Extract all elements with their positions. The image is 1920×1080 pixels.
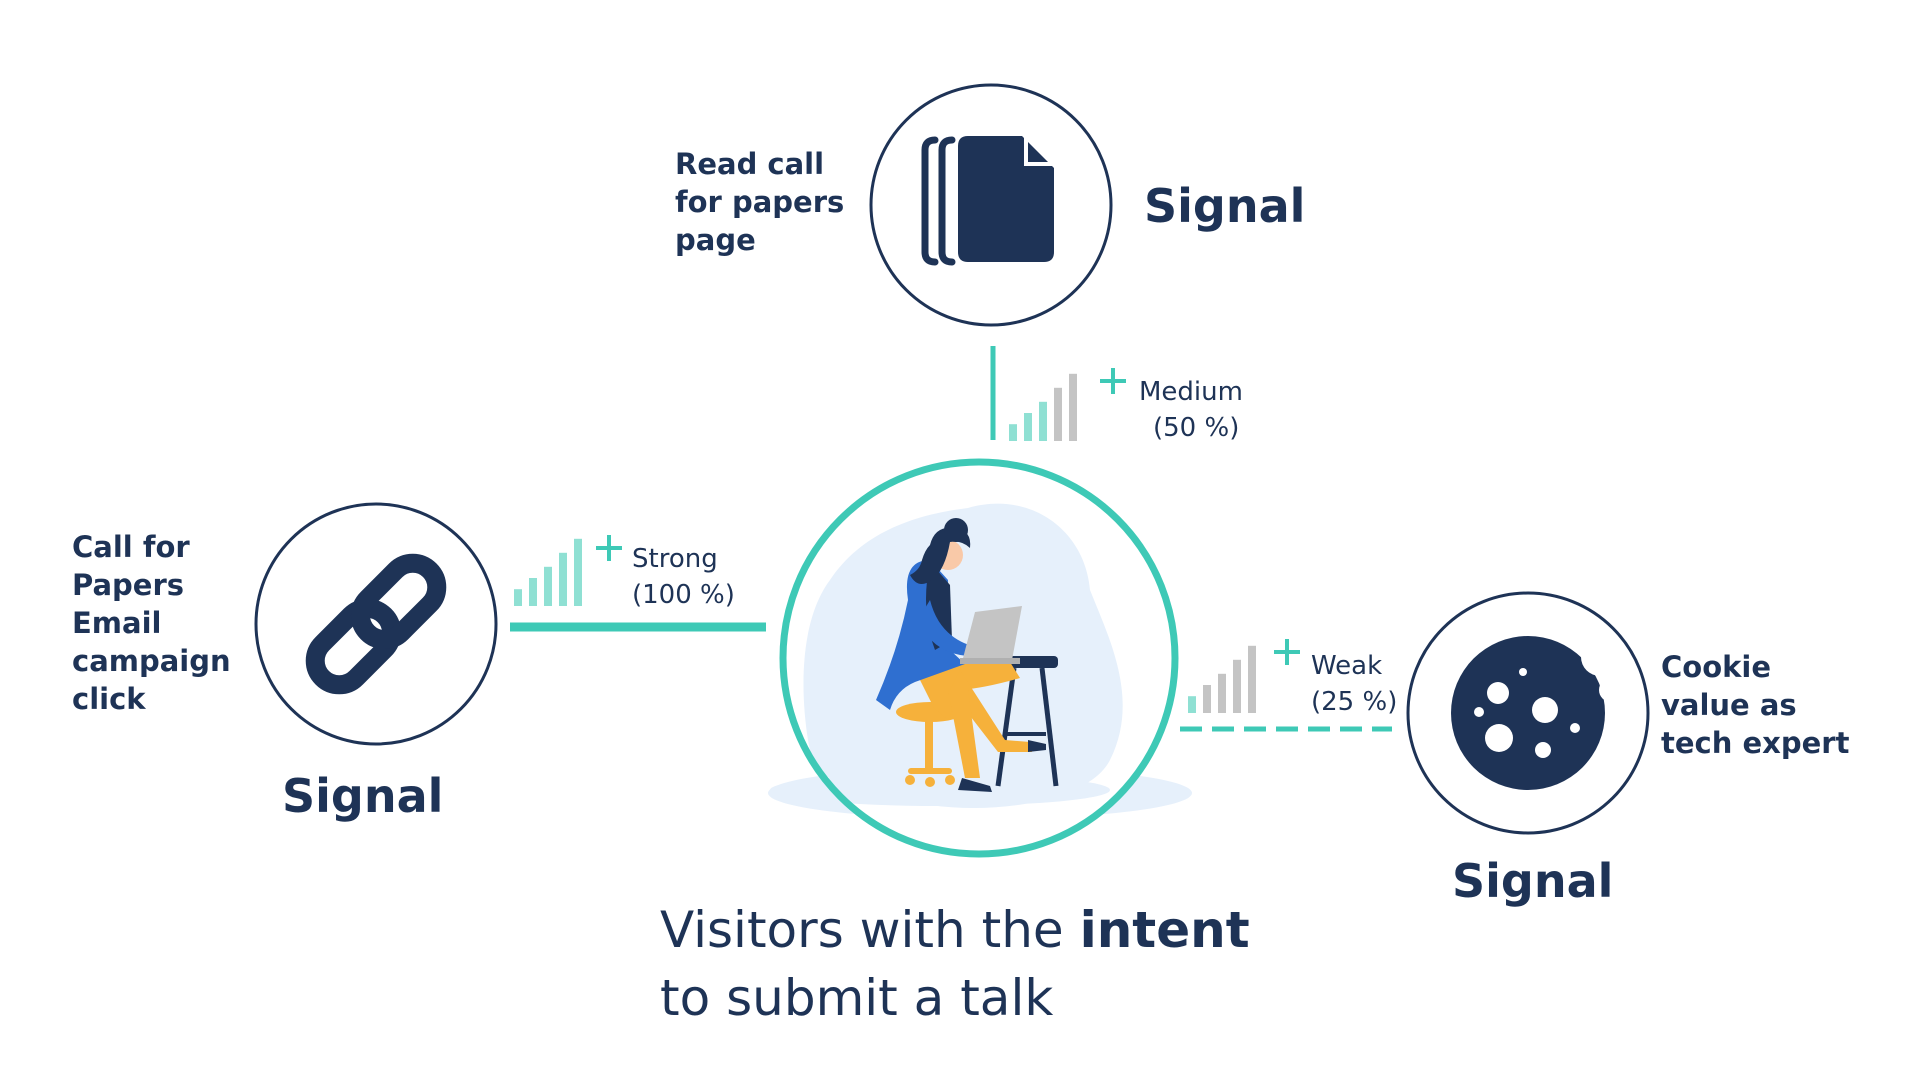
left-strength-label: Strong (100 %) <box>632 541 735 613</box>
left-plus-icon <box>596 535 622 561</box>
top-signal-title: Signal <box>1144 179 1306 233</box>
left-node-label-line-3: Email <box>72 606 162 640</box>
link-chain-icon <box>305 553 447 695</box>
left-node-label-line-2: Papers <box>72 568 185 602</box>
cookie-icon <box>1451 625 1623 790</box>
top-plus-icon <box>1100 368 1126 394</box>
left-strength-name: Strong <box>632 544 718 574</box>
left-node-circle <box>254 502 498 746</box>
right-strength-bar-4 <box>1233 659 1241 713</box>
left-node-label-line-5: click <box>72 682 146 716</box>
top-strength-bars <box>1009 373 1077 441</box>
woman-with-laptop-illustration <box>876 518 1059 792</box>
left-node-label-line-1: Call for <box>72 530 190 564</box>
top-strength-bar-4 <box>1054 387 1062 441</box>
left-strength-bar-2 <box>529 578 537 606</box>
diagram-caption: Visitors with the intent to submit a tal… <box>660 896 1380 1032</box>
background-bubble <box>803 503 1123 808</box>
left-node <box>254 502 498 746</box>
right-strength-bar-1 <box>1188 696 1196 713</box>
top-strength-label: Medium (50 %) <box>1139 374 1243 446</box>
right-strength-bars <box>1188 645 1256 713</box>
right-strength-label: Weak (25 %) <box>1311 648 1397 720</box>
right-strength-value: (25 %) <box>1311 687 1398 717</box>
left-node-label-line-4: campaign <box>72 644 231 678</box>
top-strength-bar-1 <box>1009 424 1017 441</box>
top-strength-name: Medium <box>1139 377 1243 407</box>
top-strength-bar-3 <box>1039 401 1047 441</box>
right-plus-icon <box>1274 639 1300 665</box>
left-signal-title: Signal <box>282 769 444 823</box>
left-strength-bar-4 <box>559 552 567 606</box>
right-node-label-line-2: value as <box>1661 688 1797 722</box>
top-strength-bar-2 <box>1024 413 1032 441</box>
top-node <box>869 83 1113 327</box>
right-node-label-line-1: Cookie <box>1661 650 1772 684</box>
caption-intent-keyword: intent <box>1079 901 1250 959</box>
caption-text-end: to submit a talk <box>660 969 1054 1027</box>
top-node-label: Read call for papers page <box>675 145 844 259</box>
right-node <box>1406 591 1650 835</box>
top-strength-bar-5 <box>1069 373 1077 441</box>
center-circle-ring <box>779 458 1179 858</box>
right-strength-name: Weak <box>1311 651 1383 681</box>
right-strength-bar-3 <box>1218 673 1226 713</box>
left-strength-bars <box>514 538 582 606</box>
right-strength-bar-2 <box>1203 685 1211 713</box>
left-strength-bar-5 <box>574 538 582 606</box>
center-node <box>768 458 1192 858</box>
caption-text-start: Visitors with the <box>660 901 1080 959</box>
left-strength-value: (100 %) <box>632 580 735 610</box>
top-strength-value: (50 %) <box>1153 413 1240 443</box>
right-node-label-line-3: tech expert <box>1661 726 1850 760</box>
top-node-label-line-1: Read call <box>675 147 825 181</box>
right-signal-title: Signal <box>1452 854 1614 908</box>
top-node-label-line-2: for papers <box>675 185 845 219</box>
left-strength-bar-3 <box>544 566 552 606</box>
right-node-label: Cookie value as tech expert <box>1661 648 1849 762</box>
left-node-label: Call for Papers Email campaign click <box>72 528 231 718</box>
right-strength-bar-5 <box>1248 645 1256 713</box>
top-node-label-line-3: page <box>675 223 756 257</box>
left-strength-bar-1 <box>514 589 522 606</box>
document-stack-icon <box>921 136 1054 266</box>
